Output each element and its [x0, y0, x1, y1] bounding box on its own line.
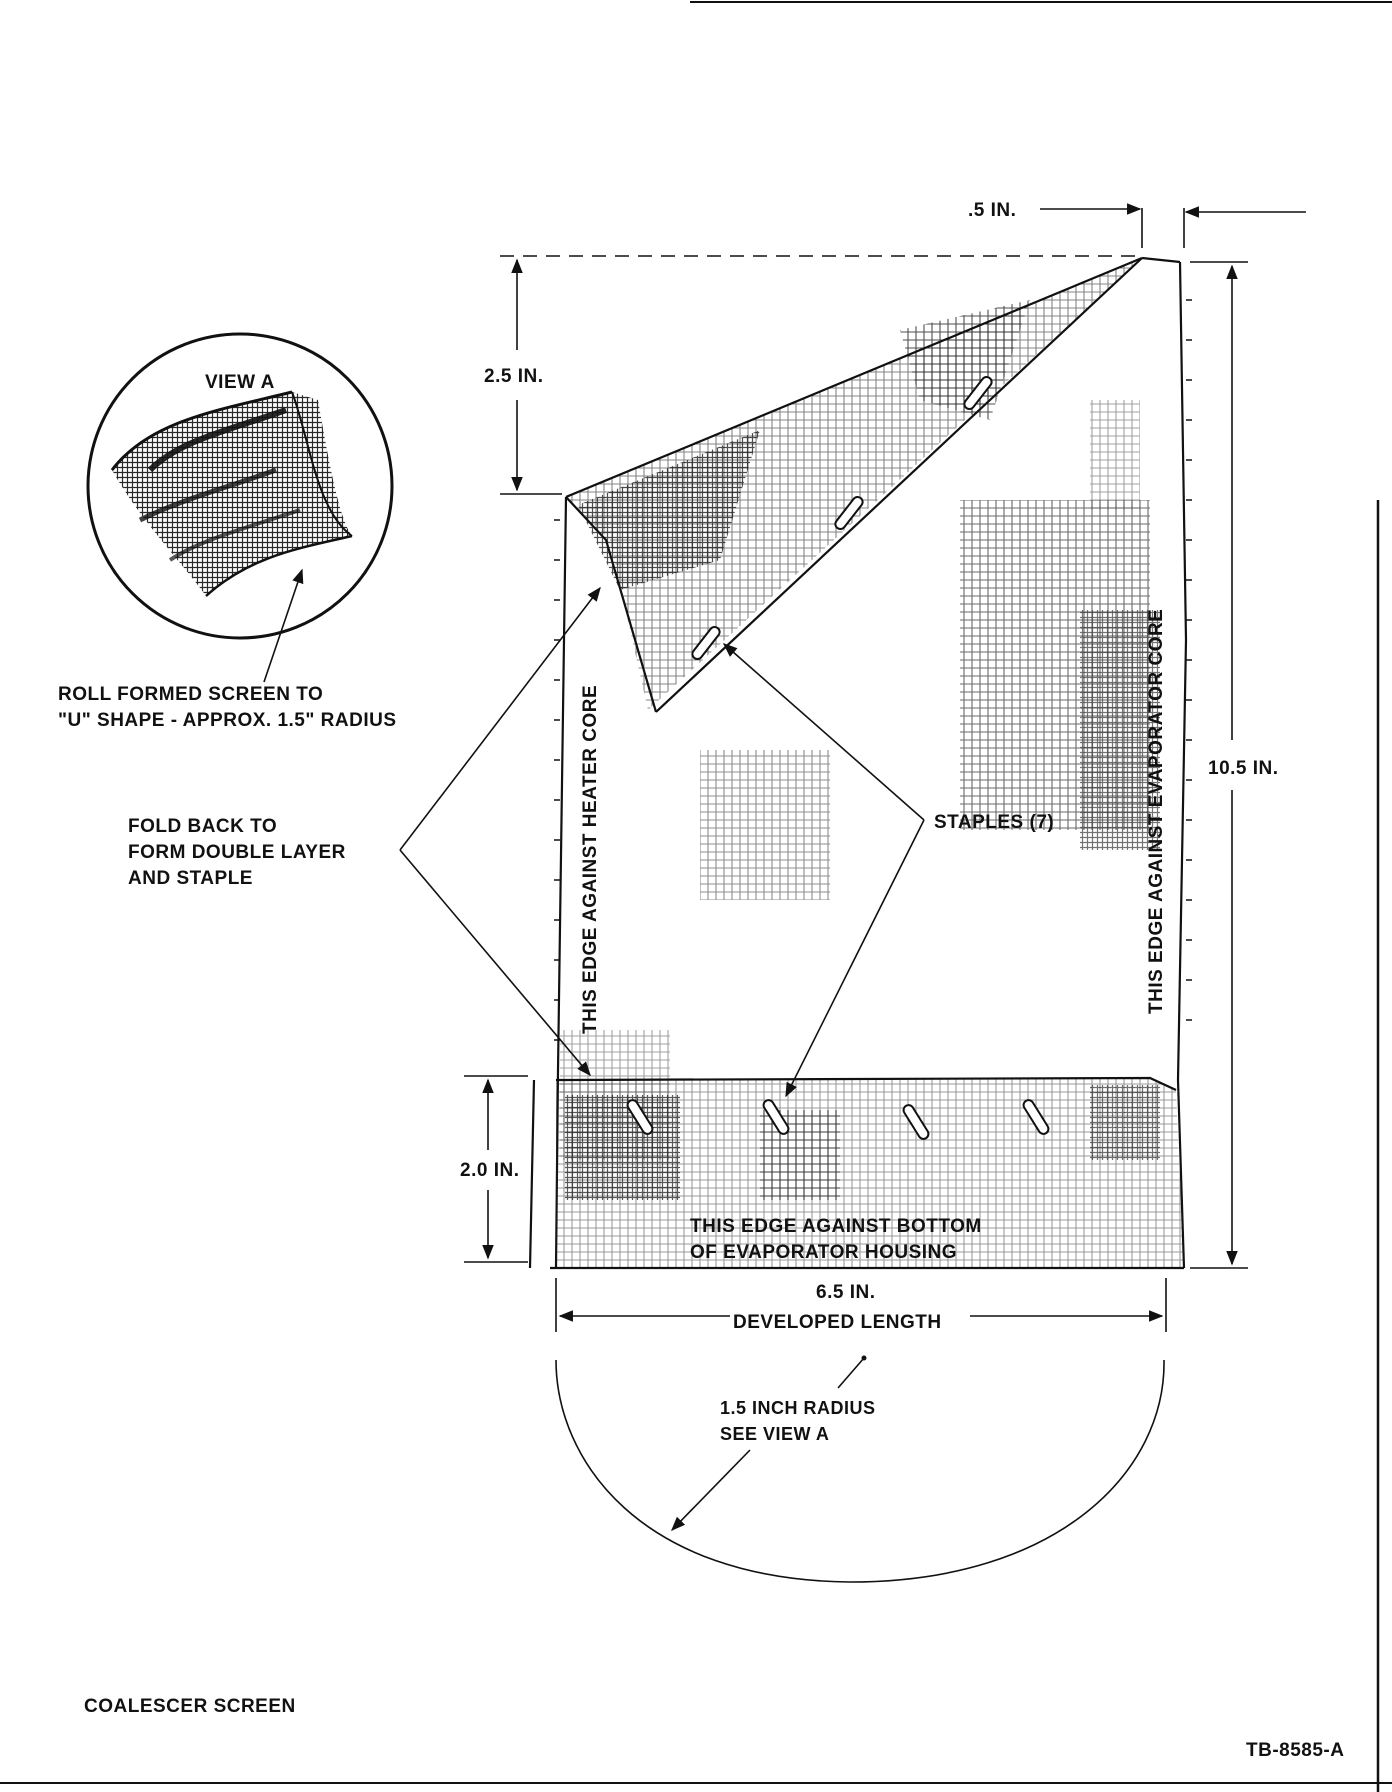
dimension-top-offset-label: .5 IN. [968, 200, 1016, 221]
fold-back-label-line1: FOLD BACK TO [128, 816, 277, 837]
folded-flap [565, 256, 1143, 713]
fold-back-leader-upper [399, 586, 601, 851]
roll-formed-label-line2: "U" SHAPE - APPROX. 1.5" RADIUS [58, 710, 397, 731]
dimension-width-label: DEVELOPED LENGTH [733, 1312, 942, 1333]
staple-6 [902, 1104, 930, 1140]
staple-3 [691, 625, 721, 661]
fold-back-label-line2: FORM DOUBLE LAYER [128, 842, 346, 863]
staples-label: STAPLES (7) [934, 812, 1054, 833]
leader-lines [263, 568, 925, 1098]
staple-1 [963, 375, 993, 411]
dimension-width-value: 6.5 IN. [816, 1282, 875, 1303]
evaporator-core-edge-label: THIS EDGE AGAINST EVAPORATOR CORE [1146, 609, 1167, 1014]
roll-formed-label-line1: ROLL FORMED SCREEN TO [58, 684, 323, 705]
heater-core-edge-label: THIS EDGE AGAINST HEATER CORE [580, 685, 601, 1034]
dimension-bottom-height-label: 2.0 IN. [460, 1160, 519, 1181]
dimension-fold-height-label: 2.5 IN. [484, 366, 543, 387]
diagram-caption: COALESCER SCREEN [84, 1696, 296, 1717]
staple-5 [762, 1099, 790, 1135]
view-a-title: VIEW A [205, 372, 275, 393]
fold-back-leader-lower [399, 849, 591, 1077]
fold-back-label-line3: AND STAPLE [128, 868, 253, 889]
rolled-screen-illustration [110, 390, 353, 597]
dimension-total-height: 10.5 IN. [1190, 261, 1279, 1269]
dimension-fold-height: 2.5 IN. [484, 255, 1140, 495]
staple-4 [626, 1099, 654, 1135]
staples-leader-upper [722, 643, 925, 821]
dimension-total-height-label: 10.5 IN. [1208, 758, 1279, 779]
view-a-detail: VIEW A [86, 332, 394, 640]
roll-formed-leader [263, 568, 304, 683]
staple-7 [1022, 1099, 1050, 1135]
bottom-edge-label-line1: THIS EDGE AGAINST BOTTOM [690, 1216, 982, 1237]
staples-leader-lower [785, 819, 925, 1098]
dimension-half-inch: .5 IN. [968, 200, 1306, 248]
radius-arc: 1.5 INCH RADIUS SEE VIEW A [555, 1355, 1165, 1583]
radius-label-line2: SEE VIEW A [720, 1424, 829, 1444]
dimension-developed-length: 6.5 IN. DEVELOPED LENGTH [555, 1278, 1167, 1333]
radius-label-line1: 1.5 INCH RADIUS [720, 1398, 876, 1418]
staple-2 [834, 495, 864, 531]
bottom-edge-label-line2: OF EVAPORATOR HOUSING [690, 1242, 957, 1263]
figure-reference: TB-8585-A [1246, 1740, 1344, 1761]
dimension-bottom-height: 2.0 IN. [460, 1075, 528, 1263]
staples [626, 375, 1050, 1140]
bottom-band [528, 1076, 1184, 1270]
